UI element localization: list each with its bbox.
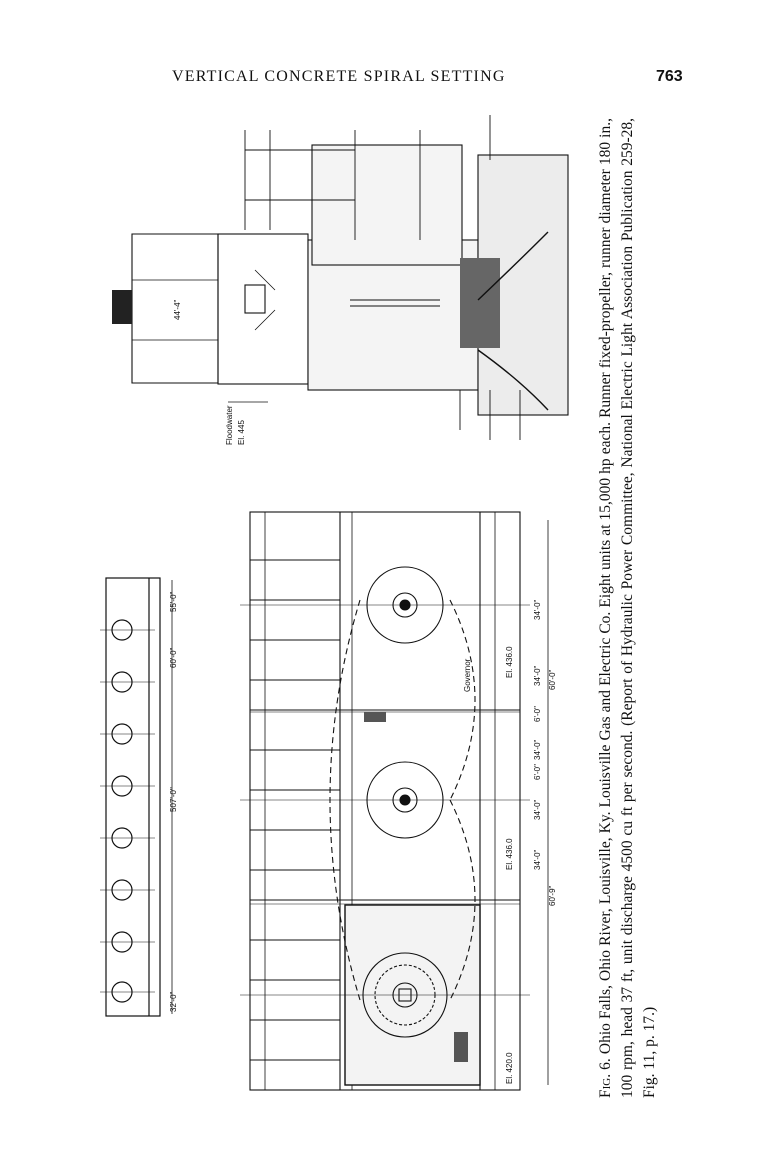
figure-caption-text: Ohio Falls, Ohio River, Louisville, Ky. …: [597, 118, 658, 1098]
figure-label: Fig. 6.: [597, 1058, 614, 1098]
key-dim-spacing: 60'-0": [169, 647, 178, 668]
page-header: VERTICAL CONCRETE SPIRAL SETTING 763: [0, 64, 759, 94]
plan-el-2: El. 436.0: [505, 838, 514, 870]
running-title: VERTICAL CONCRETE SPIRAL SETTING: [172, 68, 506, 85]
key-dim-right: 55'-0": [169, 591, 178, 612]
key-plan: [100, 577, 173, 1017]
page-number: 763: [656, 68, 683, 85]
plan-dim-h: 60'-0": [548, 669, 557, 690]
floodwater-elevation: El. 445: [237, 420, 246, 445]
key-dim-total: 507'-0": [169, 787, 178, 812]
plan-dim-g: 34'-0": [533, 665, 542, 686]
crane-span-dim: 44'-4": [173, 299, 182, 320]
plan-dim-d: 6'-0": [533, 764, 542, 780]
figure-caption: Fig. 6. Ohio Falls, Ohio River, Louisvil…: [595, 118, 661, 1098]
governor-label: Governor: [463, 658, 472, 692]
plan-dim-c: 34'-0": [533, 799, 542, 820]
plan-view: [240, 511, 549, 1091]
plan-dim-f: 6'-0": [533, 706, 542, 722]
plan-dim-a: 60'-9": [548, 885, 557, 906]
plan-el-1: El. 420.0: [505, 1052, 514, 1084]
plan-dim-i: 34'-0": [533, 599, 542, 620]
pier-rows: [250, 559, 340, 1061]
plan-el-3: El. 436.0: [505, 646, 514, 678]
unit-circles: [100, 619, 155, 1003]
section-view: [112, 115, 569, 440]
floodwater-label: Floodwater: [225, 405, 234, 445]
key-dim-left: 32'-0": [169, 991, 178, 1012]
plan-dim-e: 34'-0": [533, 739, 542, 760]
plan-dim-b: 34'-0": [533, 849, 542, 870]
